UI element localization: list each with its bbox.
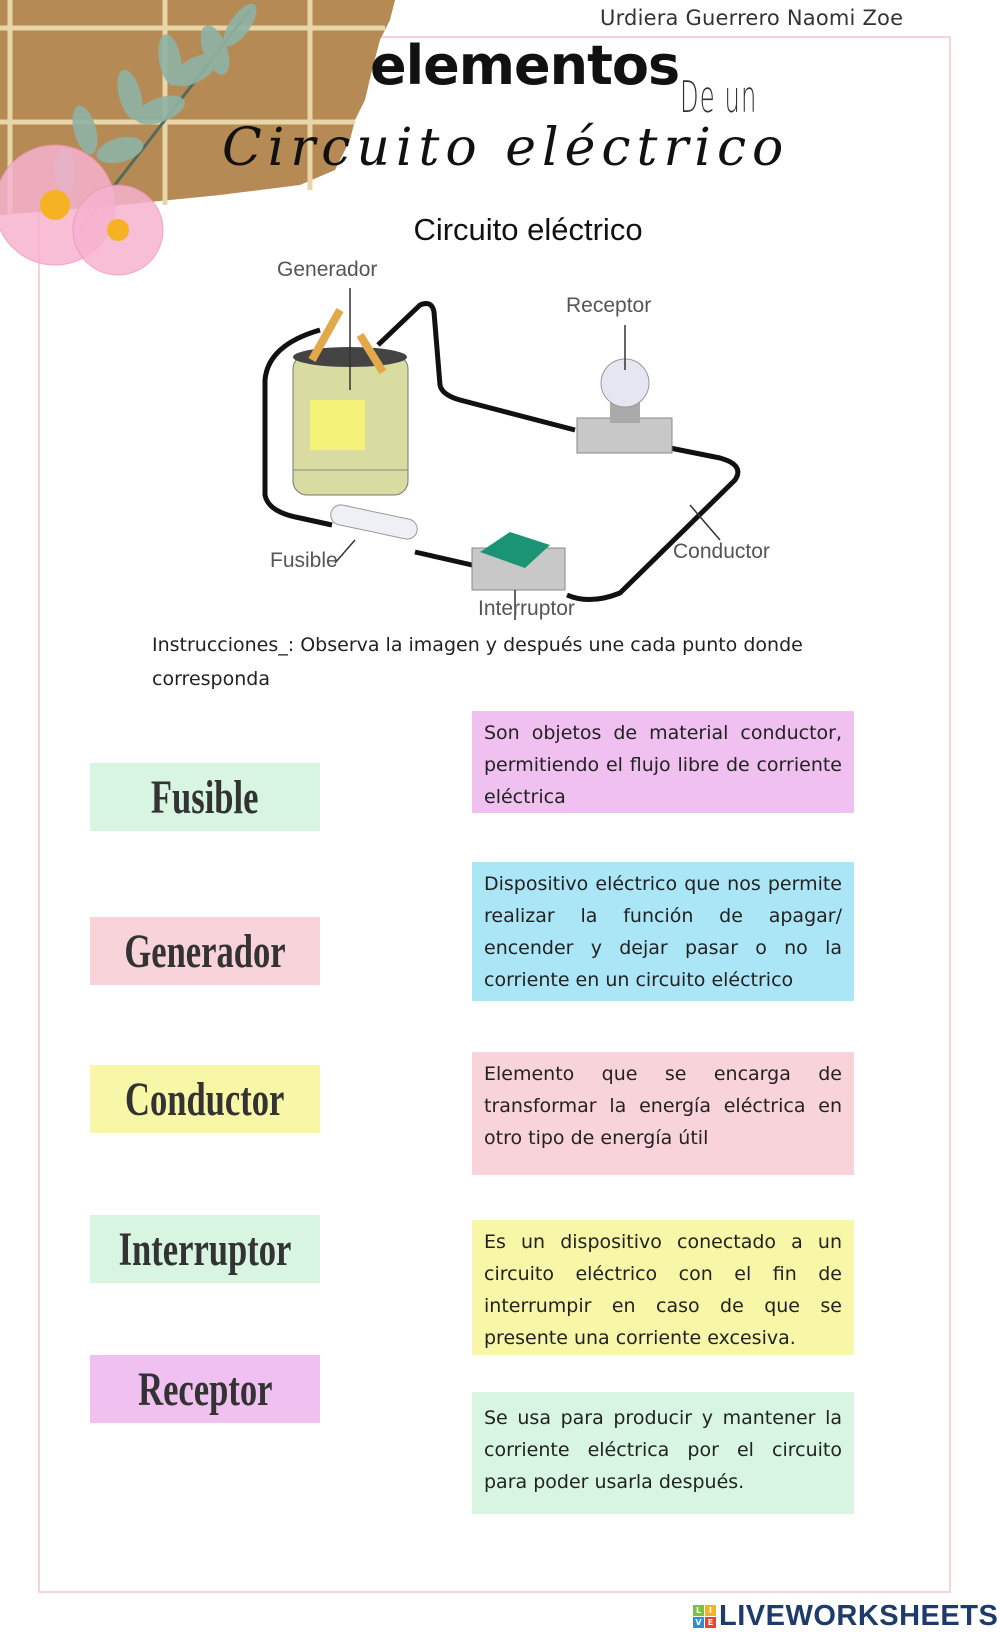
definition-4[interactable]: Es un dispositivo conectado a un circuit…: [472, 1220, 854, 1355]
term-receptor[interactable]: Receptor: [90, 1355, 320, 1423]
label-fusible: Fusible: [270, 549, 338, 572]
fuse-icon: [330, 504, 418, 540]
term-generador[interactable]: Generador: [90, 917, 320, 985]
title-de-un: De un: [680, 72, 758, 123]
label-conductor: Conductor: [673, 540, 770, 563]
conductor-wire: [262, 327, 333, 528]
circuit-diagram: [262, 288, 741, 620]
title-elementos: elementos: [370, 34, 680, 97]
logo-squares-icon: L I V E: [693, 1605, 716, 1628]
page-border: [38, 36, 951, 1593]
logo-text: LIVEWORKSHEETS: [719, 1600, 999, 1632]
generator-battery-icon: [292, 308, 409, 496]
term-label: Receptor: [137, 1362, 273, 1416]
definition-2[interactable]: Dispositivo eléctrico que nos permite re…: [472, 862, 854, 1001]
label-interruptor: Interruptor: [478, 597, 575, 620]
instructions: Instrucciones_: Observa la imagen y desp…: [152, 634, 803, 690]
liveworksheets-logo: L I V E LIVEWORKSHEETS: [693, 1600, 998, 1633]
switch-icon: [471, 532, 566, 591]
flower-icon: [0, 144, 164, 276]
term-label: Fusible: [151, 770, 259, 824]
diagram-title: Circuito eléctrico: [413, 212, 643, 247]
term-conductor[interactable]: Conductor: [90, 1065, 320, 1133]
definition-3[interactable]: Elemento que se encarga de transformar l…: [472, 1052, 854, 1175]
label-generador: Generador: [277, 258, 378, 281]
decorative-corner-illustration: [0, 0, 395, 276]
term-fusible[interactable]: Fusible: [90, 763, 320, 831]
receptor-bulb-icon: [576, 358, 673, 454]
definition-5[interactable]: Se usa para producir y mantener la corri…: [472, 1392, 854, 1514]
term-interruptor[interactable]: Interruptor: [90, 1215, 320, 1283]
term-label: Interruptor: [118, 1222, 292, 1276]
term-label: Conductor: [125, 1072, 285, 1126]
definition-1[interactable]: Son objetos de material conductor, permi…: [472, 711, 854, 813]
title-circuito-electrico: Circuito eléctrico: [222, 118, 790, 178]
author-name: Urdiera Guerrero Naomi Zoe: [600, 6, 904, 30]
label-receptor: Receptor: [566, 294, 652, 317]
term-label: Generador: [124, 924, 286, 978]
